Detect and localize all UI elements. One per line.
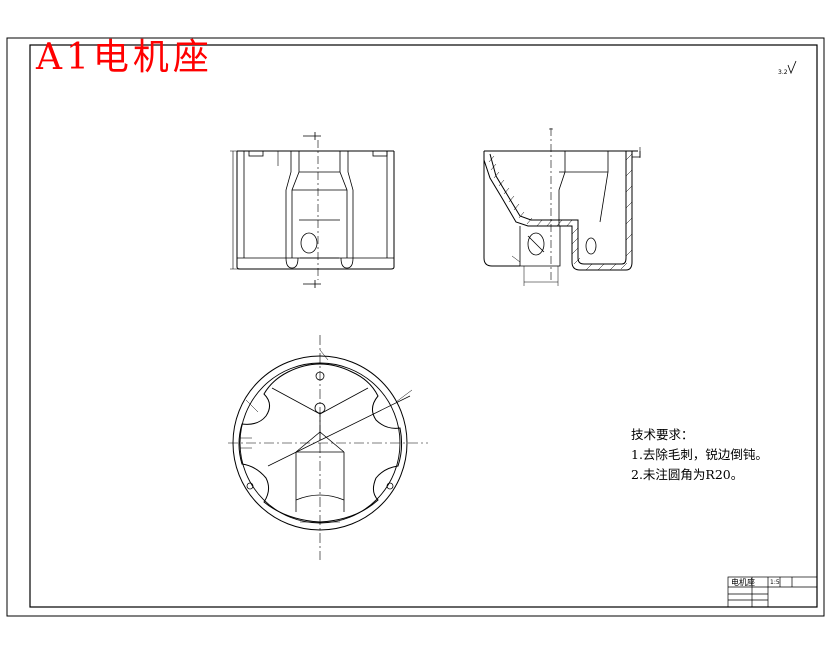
tech-requirement-item: 1.去除毛刺，锐边倒钝。: [631, 447, 768, 462]
roughness-symbol: 3.2: [778, 60, 797, 76]
front-view: [230, 132, 395, 288]
technical-requirements: 技术要求： 1.去除毛刺，锐边倒钝。 2.未注圆角为R20。: [631, 425, 768, 485]
drawing-title: A1电机座: [36, 37, 213, 78]
title-block: [727, 576, 818, 608]
outer-border: [6, 37, 825, 617]
top-view: [228, 335, 428, 560]
section-view: [483, 128, 641, 286]
svg-text:3.2: 3.2: [778, 69, 788, 76]
inner-border: [29, 44, 818, 608]
tech-requirements-heading: 技术要求：: [631, 427, 694, 442]
tech-requirement-item: 2.未注圆角为R20。: [631, 467, 744, 482]
